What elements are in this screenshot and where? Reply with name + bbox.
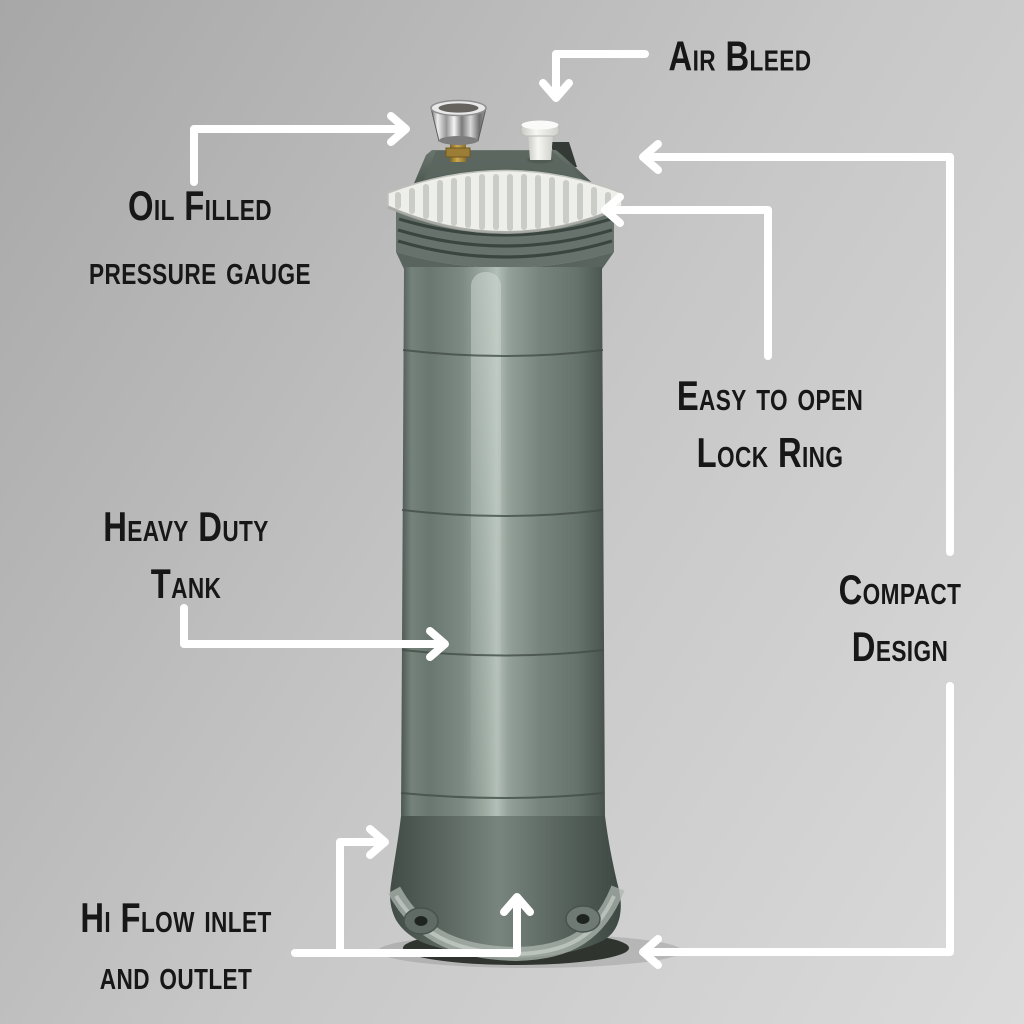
mounting-lug-right — [565, 905, 601, 933]
label-lock-ring: Easy to open Lock Ring — [677, 367, 863, 481]
label-line: and outlet — [99, 951, 253, 998]
pressure-gauge-arrow — [190, 112, 410, 186]
compact-design-arrow-top — [639, 140, 954, 556]
compact-design-arrow-bottom — [639, 682, 954, 969]
label-air-bleed: Air Bleed — [669, 28, 812, 85]
tank-body — [400, 267, 605, 817]
label-line: Design — [851, 623, 949, 670]
lock-ring — [387, 169, 623, 234]
label-line: Air Bleed — [668, 32, 812, 80]
label-pressure-gauge: Oil Filled pressure gauge — [89, 174, 311, 302]
label-heavy-duty-tank: Heavy Duty Tank — [103, 498, 268, 612]
label-line: Heavy Duty — [103, 503, 269, 550]
label-line: Hi Flow inlet — [80, 894, 272, 941]
label-line: pressure gauge — [89, 246, 311, 293]
inlet-outlet-arrow — [291, 825, 534, 957]
label-inlet-outlet: Hi Flow inlet and outlet — [80, 889, 271, 1003]
lock-ring-arrow — [601, 193, 772, 360]
label-line: Lock Ring — [696, 429, 844, 476]
mounting-lug-left — [403, 907, 439, 935]
pressure-gauge — [430, 99, 487, 162]
heavy-duty-tank-arrow — [180, 604, 449, 661]
tank-base — [387, 816, 625, 962]
air-bleed-arrow — [539, 50, 649, 102]
air-bleed-valve — [520, 120, 560, 164]
label-line: Tank — [150, 560, 222, 607]
label-compact-design: Compact Design — [839, 561, 962, 675]
callout-arrows — [180, 50, 954, 969]
label-line: Oil Filled — [128, 182, 272, 229]
label-line: Compact — [838, 566, 962, 613]
filter-tank-photo — [378, 99, 682, 968]
label-line: Easy to open — [676, 372, 864, 419]
